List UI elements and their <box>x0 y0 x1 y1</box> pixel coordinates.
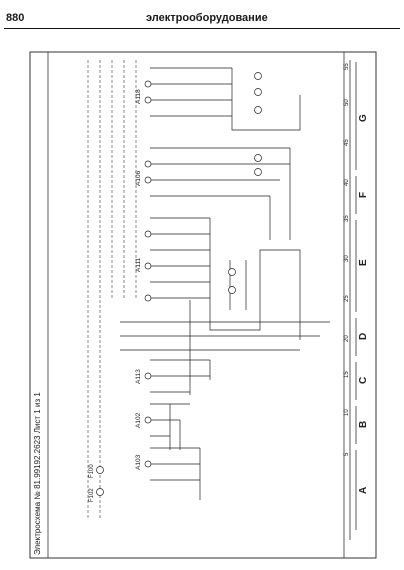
grid-number-50: 50 <box>344 99 350 106</box>
bus-lines <box>87 60 137 520</box>
grid-number-35: 35 <box>344 215 350 222</box>
sheet-caption: Электросхема № 81.99192.2623 Лист 1 из 1 <box>33 392 42 555</box>
header-rule <box>4 28 400 29</box>
page-title: электрооборудование <box>146 12 268 24</box>
connector-label-A113: A113 <box>135 369 142 384</box>
grid-number-20: 20 <box>344 335 350 342</box>
page-header: 880 электрооборудование <box>0 0 404 40</box>
page-number: 880 <box>6 12 25 24</box>
grid-number-10: 10 <box>344 409 350 416</box>
zone-letter-D: D <box>358 333 369 340</box>
fuse-label-F102: F102 <box>89 488 95 502</box>
connector-label-A111: A111 <box>135 257 142 272</box>
zone-letter-B: B <box>358 421 369 428</box>
grid-number-15: 15 <box>344 371 350 378</box>
connector-label-A118: A118 <box>135 89 142 104</box>
zone-letter-A: A <box>358 487 369 494</box>
zone-letter-C: C <box>358 377 369 384</box>
connector-label-A106: A106 <box>135 170 142 186</box>
grid-number-30: 30 <box>344 255 350 262</box>
wiring <box>120 67 330 500</box>
grid-number-40: 40 <box>344 179 350 186</box>
zone-letter-F: F <box>358 192 369 198</box>
connector-label-A102: A102 <box>135 412 142 428</box>
grid-number-5: 5 <box>344 452 350 456</box>
connector-label-A103: A103 <box>135 454 142 470</box>
sheet-frame <box>29 51 377 559</box>
terminals <box>96 72 262 496</box>
fuse-label-F100: F100 <box>89 464 95 478</box>
grid-number-25: 25 <box>344 295 350 302</box>
zone-letter-E: E <box>358 259 369 266</box>
zone-letter-G: G <box>358 114 369 122</box>
grid-number-45: 45 <box>344 139 350 146</box>
grid-number-55: 55 <box>344 63 350 70</box>
